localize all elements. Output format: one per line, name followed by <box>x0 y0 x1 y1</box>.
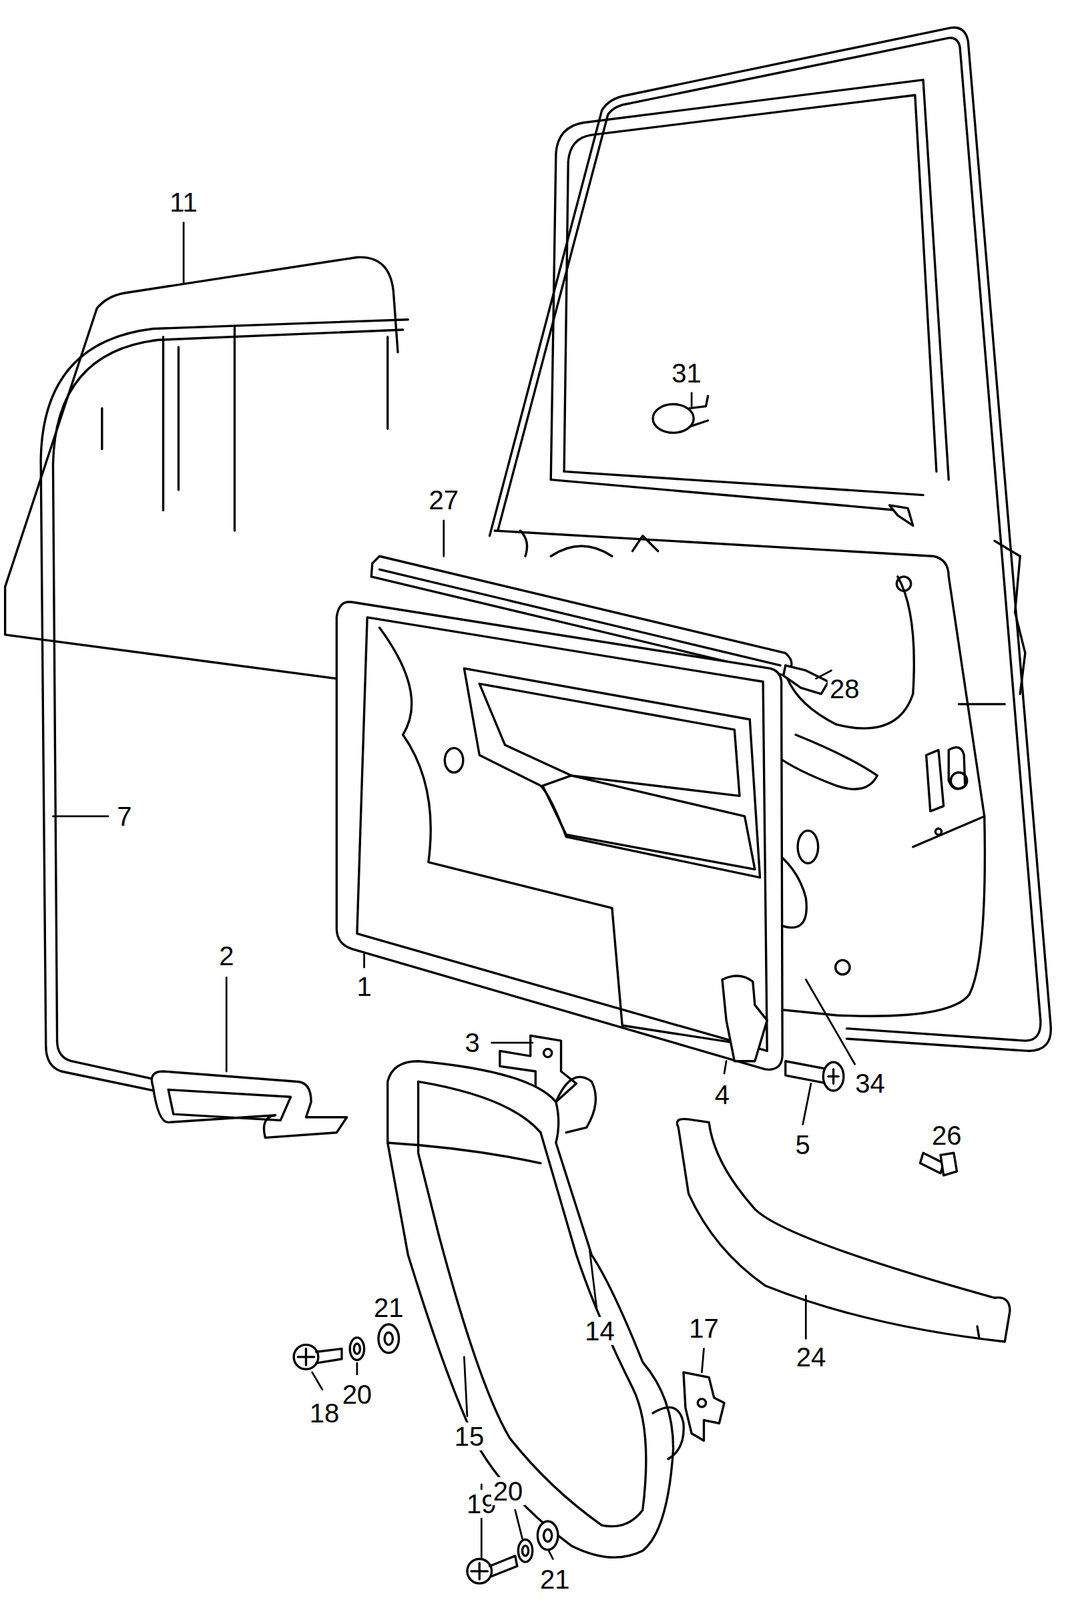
screw <box>919 1152 957 1176</box>
callout-number: 31 <box>669 359 704 388</box>
callout-number: 24 <box>794 1343 829 1372</box>
screw-set <box>293 1324 559 1584</box>
callout-number: 5 <box>793 1130 813 1159</box>
callout-number: 11 <box>167 188 200 217</box>
handle-cup <box>151 1071 347 1138</box>
screw <box>785 1061 844 1091</box>
leader-lines <box>52 222 947 1560</box>
callout-number: 34 <box>853 1069 888 1098</box>
callout-number: 20 <box>340 1380 375 1409</box>
callout-number: 7 <box>114 802 134 831</box>
clip <box>783 665 829 695</box>
clip <box>683 1372 725 1441</box>
callout-number: 15 <box>452 1422 487 1451</box>
trim-panel <box>336 602 783 1071</box>
callout-number: 21 <box>371 1293 406 1322</box>
bracket-hole <box>544 1048 553 1057</box>
clip <box>722 975 767 1062</box>
callout-number: 21 <box>538 1565 573 1594</box>
trim-clip <box>652 395 709 433</box>
callout-number: 1 <box>354 972 374 1001</box>
callout-number: 28 <box>827 674 862 703</box>
handle-cup-inner <box>168 1090 291 1121</box>
door-pull-line <box>977 1326 980 1339</box>
callout-number: 2 <box>216 941 236 970</box>
callout-number: 26 <box>929 1121 964 1150</box>
callout-number: 3 <box>462 1028 482 1057</box>
armrest <box>387 1061 685 1558</box>
callout-number: 18 <box>307 1399 342 1428</box>
callout-number: 17 <box>686 1314 721 1343</box>
clip-hole <box>697 1399 706 1408</box>
door-pull <box>676 1118 1010 1342</box>
callout-number: 20 <box>491 1477 526 1506</box>
callout-number: 4 <box>712 1080 732 1109</box>
callout-number: 27 <box>427 485 462 514</box>
callout-number: 14 <box>582 1316 617 1346</box>
